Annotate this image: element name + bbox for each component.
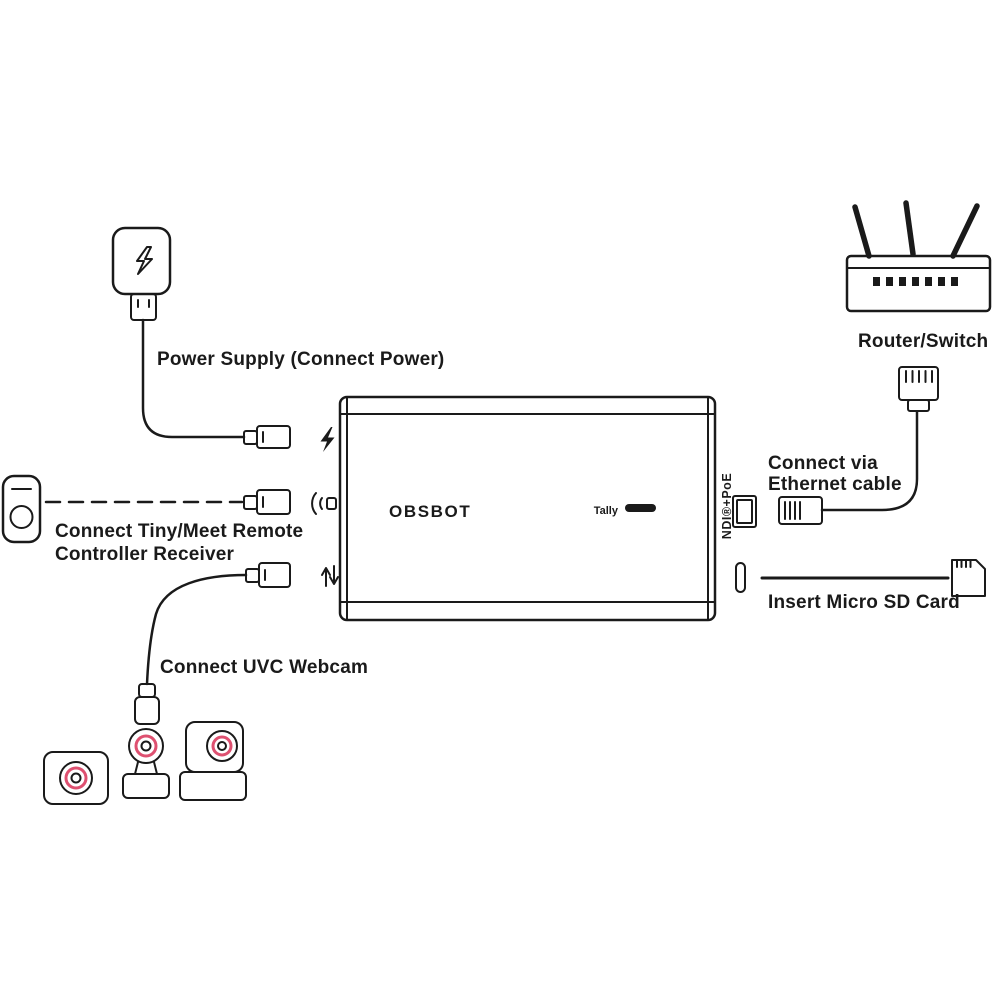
ethernet-label-line2: Ethernet cable <box>768 474 902 495</box>
power-usb-connector-icon <box>243 425 291 449</box>
webcam-tiny-icon <box>122 728 170 799</box>
router-icon <box>845 200 992 313</box>
main-device: OBSBOT Tally <box>338 395 717 622</box>
uvc-cable <box>145 573 248 686</box>
ethernet-port-icon <box>732 495 757 528</box>
ethernet-plug-icon <box>778 496 823 525</box>
usb-receiver-dongle-icon <box>243 489 291 515</box>
tally-label: Tally <box>594 505 619 517</box>
ndi-poe-label: NDI®+PoE <box>720 473 734 539</box>
webcam-meet-icon <box>43 751 109 805</box>
ethernet-label-line1: Connect via <box>768 453 878 474</box>
remote-port-icon <box>311 492 337 515</box>
power-cable <box>141 318 246 439</box>
remote-label-line1: Connect Tiny/Meet Remote <box>55 521 303 542</box>
webcam-tail-icon <box>179 721 247 801</box>
power-label: Power Supply (Connect Power) <box>157 349 444 370</box>
remote-label-line2: Controller Receiver <box>55 544 234 565</box>
micro-sd-card-icon <box>951 559 986 597</box>
device-brand-text: OBSBOT <box>389 502 471 521</box>
sd-slot-icon <box>735 562 746 593</box>
power-port-lightning-icon <box>320 427 335 452</box>
uvc-usb-connector-icon <box>245 562 291 588</box>
uvc-label: Connect UVC Webcam <box>160 657 368 678</box>
power-adapter-icon <box>111 226 172 321</box>
ethernet-cable <box>820 410 919 512</box>
usb-c-plug-icon <box>134 683 160 725</box>
tally-light <box>625 504 656 512</box>
uvc-port-icon <box>321 565 339 587</box>
rj45-connector-icon <box>898 366 939 412</box>
remote-controller-icon <box>1 474 42 544</box>
sd-label: Insert Micro SD Card <box>768 592 960 613</box>
router-label: Router/Switch <box>858 331 988 352</box>
